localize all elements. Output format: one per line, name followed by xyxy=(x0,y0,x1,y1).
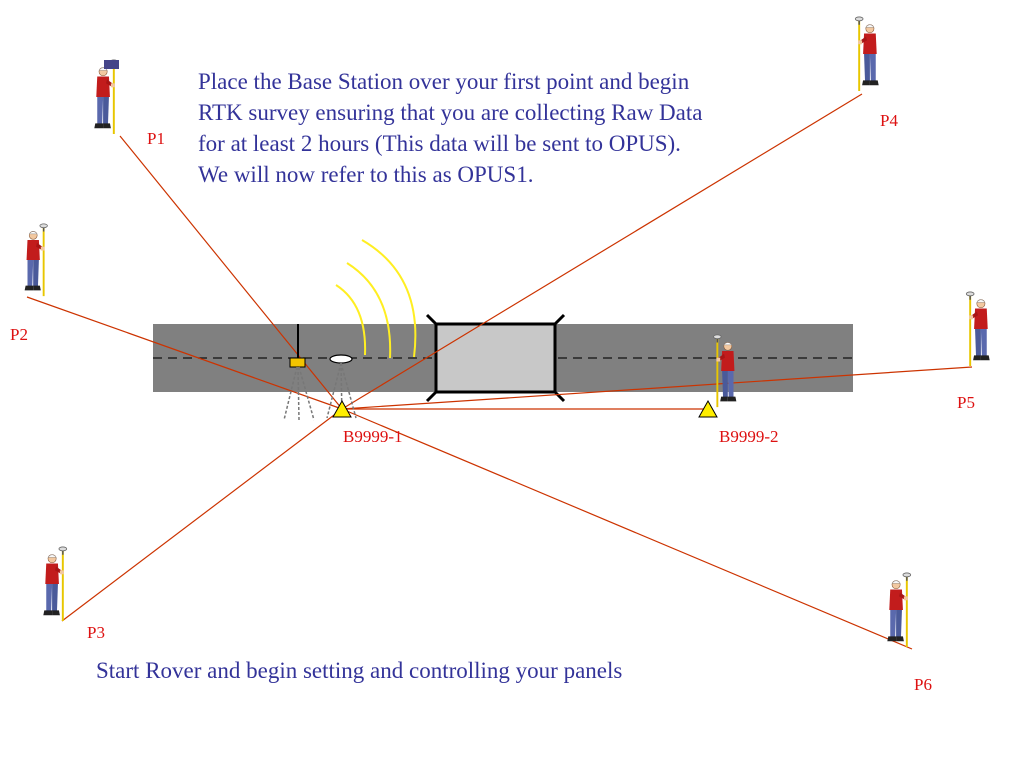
line-p4 xyxy=(341,93,863,410)
label-b9999-2: B9999-2 xyxy=(719,427,779,446)
line-p6 xyxy=(341,408,913,650)
label-p1: P1 xyxy=(147,129,165,148)
surveyor-p1-icon xyxy=(93,58,119,136)
line-p2 xyxy=(26,296,343,410)
label-p6: P6 xyxy=(914,675,932,694)
label-p3: P3 xyxy=(87,623,105,642)
instruction-text-top: Place the Base Station over your first p… xyxy=(198,66,778,190)
surveyor-p3-icon xyxy=(42,545,68,623)
instruction-line: RTK survey ensuring that you are collect… xyxy=(198,100,703,125)
label-p5: P5 xyxy=(957,393,975,412)
controller-p1-icon xyxy=(104,60,119,69)
benchmark-b2-marker xyxy=(698,399,718,418)
radio-signal-icon xyxy=(335,239,417,359)
surveyor-p6-icon xyxy=(886,571,912,649)
surveyor-p2-icon xyxy=(23,222,49,298)
instruction-text-bottom: Start Rover and begin setting and contro… xyxy=(96,658,623,683)
surveyor-p4-icon xyxy=(854,15,880,93)
line-p5 xyxy=(341,366,973,410)
line-p3 xyxy=(61,408,343,622)
instruction-line: We will now refer to this as OPUS1. xyxy=(198,162,534,187)
calibration-panel xyxy=(425,313,566,403)
base-station-icon xyxy=(283,324,315,421)
benchmark-b1-marker xyxy=(332,399,352,418)
label-p4: P4 xyxy=(880,111,898,130)
instruction-line: for at least 2 hours (This data will be … xyxy=(198,131,681,156)
instruction-line: Place the Base Station over your first p… xyxy=(198,69,690,94)
surveyor-p5-icon xyxy=(965,290,991,368)
label-p2: P2 xyxy=(10,325,28,344)
label-b9999-1: B9999-1 xyxy=(343,427,403,446)
